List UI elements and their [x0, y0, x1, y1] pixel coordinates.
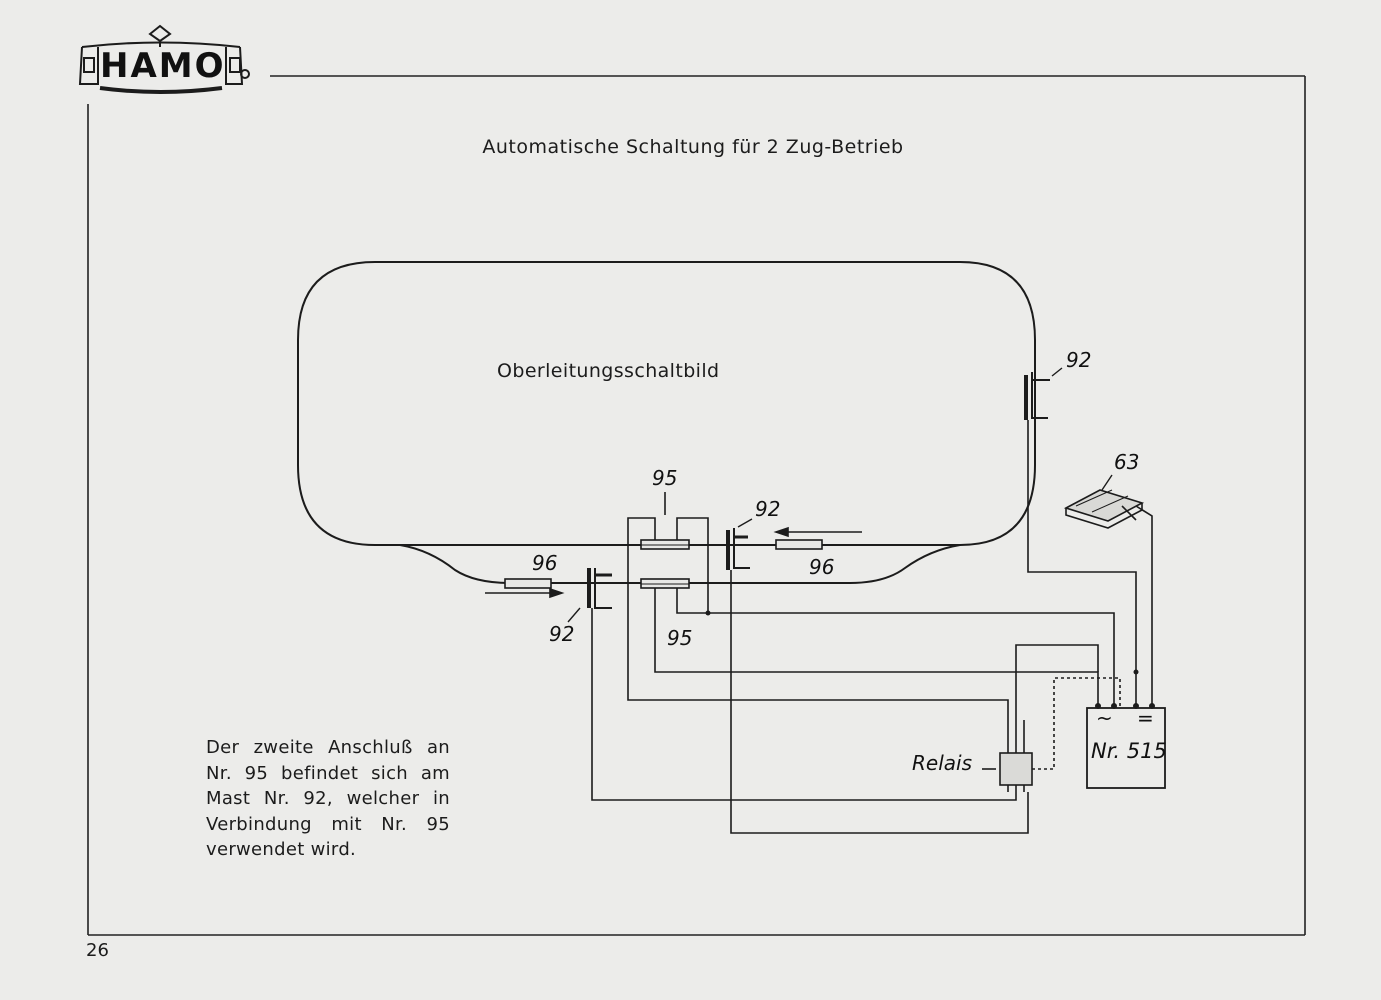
track-rail-63	[1063, 474, 1145, 529]
diagram-label: Oberleitungsschaltbild	[497, 360, 720, 382]
label-mast-92-left: 92	[549, 622, 575, 646]
hamo-logo-tram	[78, 24, 250, 94]
label-transformer: Nr. 515	[1091, 739, 1167, 763]
page-title: Automatische Schaltung für 2 Zug-Betrieb	[482, 136, 904, 158]
contact-rail-95	[627, 492, 709, 613]
label-mast-92-center: 92	[755, 497, 781, 521]
label-transformer-ac: ~	[1096, 706, 1113, 730]
page-number: 26	[86, 940, 109, 961]
mast-92	[567, 367, 1063, 623]
direction-arrows	[485, 526, 862, 599]
label-transformer-dc: =	[1137, 706, 1154, 730]
label-rail-95-top: 95	[652, 466, 678, 490]
page-frame	[87, 75, 1306, 936]
label-mast-92-right: 92	[1066, 348, 1092, 372]
label-contact-96-right: 96	[809, 555, 835, 579]
siding-line	[399, 544, 961, 584]
label-contact-96-left: 96	[532, 551, 558, 575]
relay-box	[982, 747, 1033, 792]
transformer-terminals	[705, 610, 1155, 709]
brand-logo: HAMO	[100, 46, 226, 86]
contact-rail-96	[504, 539, 823, 589]
overhead-line-loop	[297, 261, 1036, 546]
footnote: Der zweite Anschluß an Nr. 95 befindet s…	[206, 737, 450, 860]
label-rail-95-bottom: 95	[667, 626, 693, 650]
label-relay: Relais	[912, 751, 972, 775]
label-rail-63: 63	[1114, 450, 1140, 474]
wiring	[591, 420, 1153, 834]
transformer-box	[1086, 707, 1166, 789]
